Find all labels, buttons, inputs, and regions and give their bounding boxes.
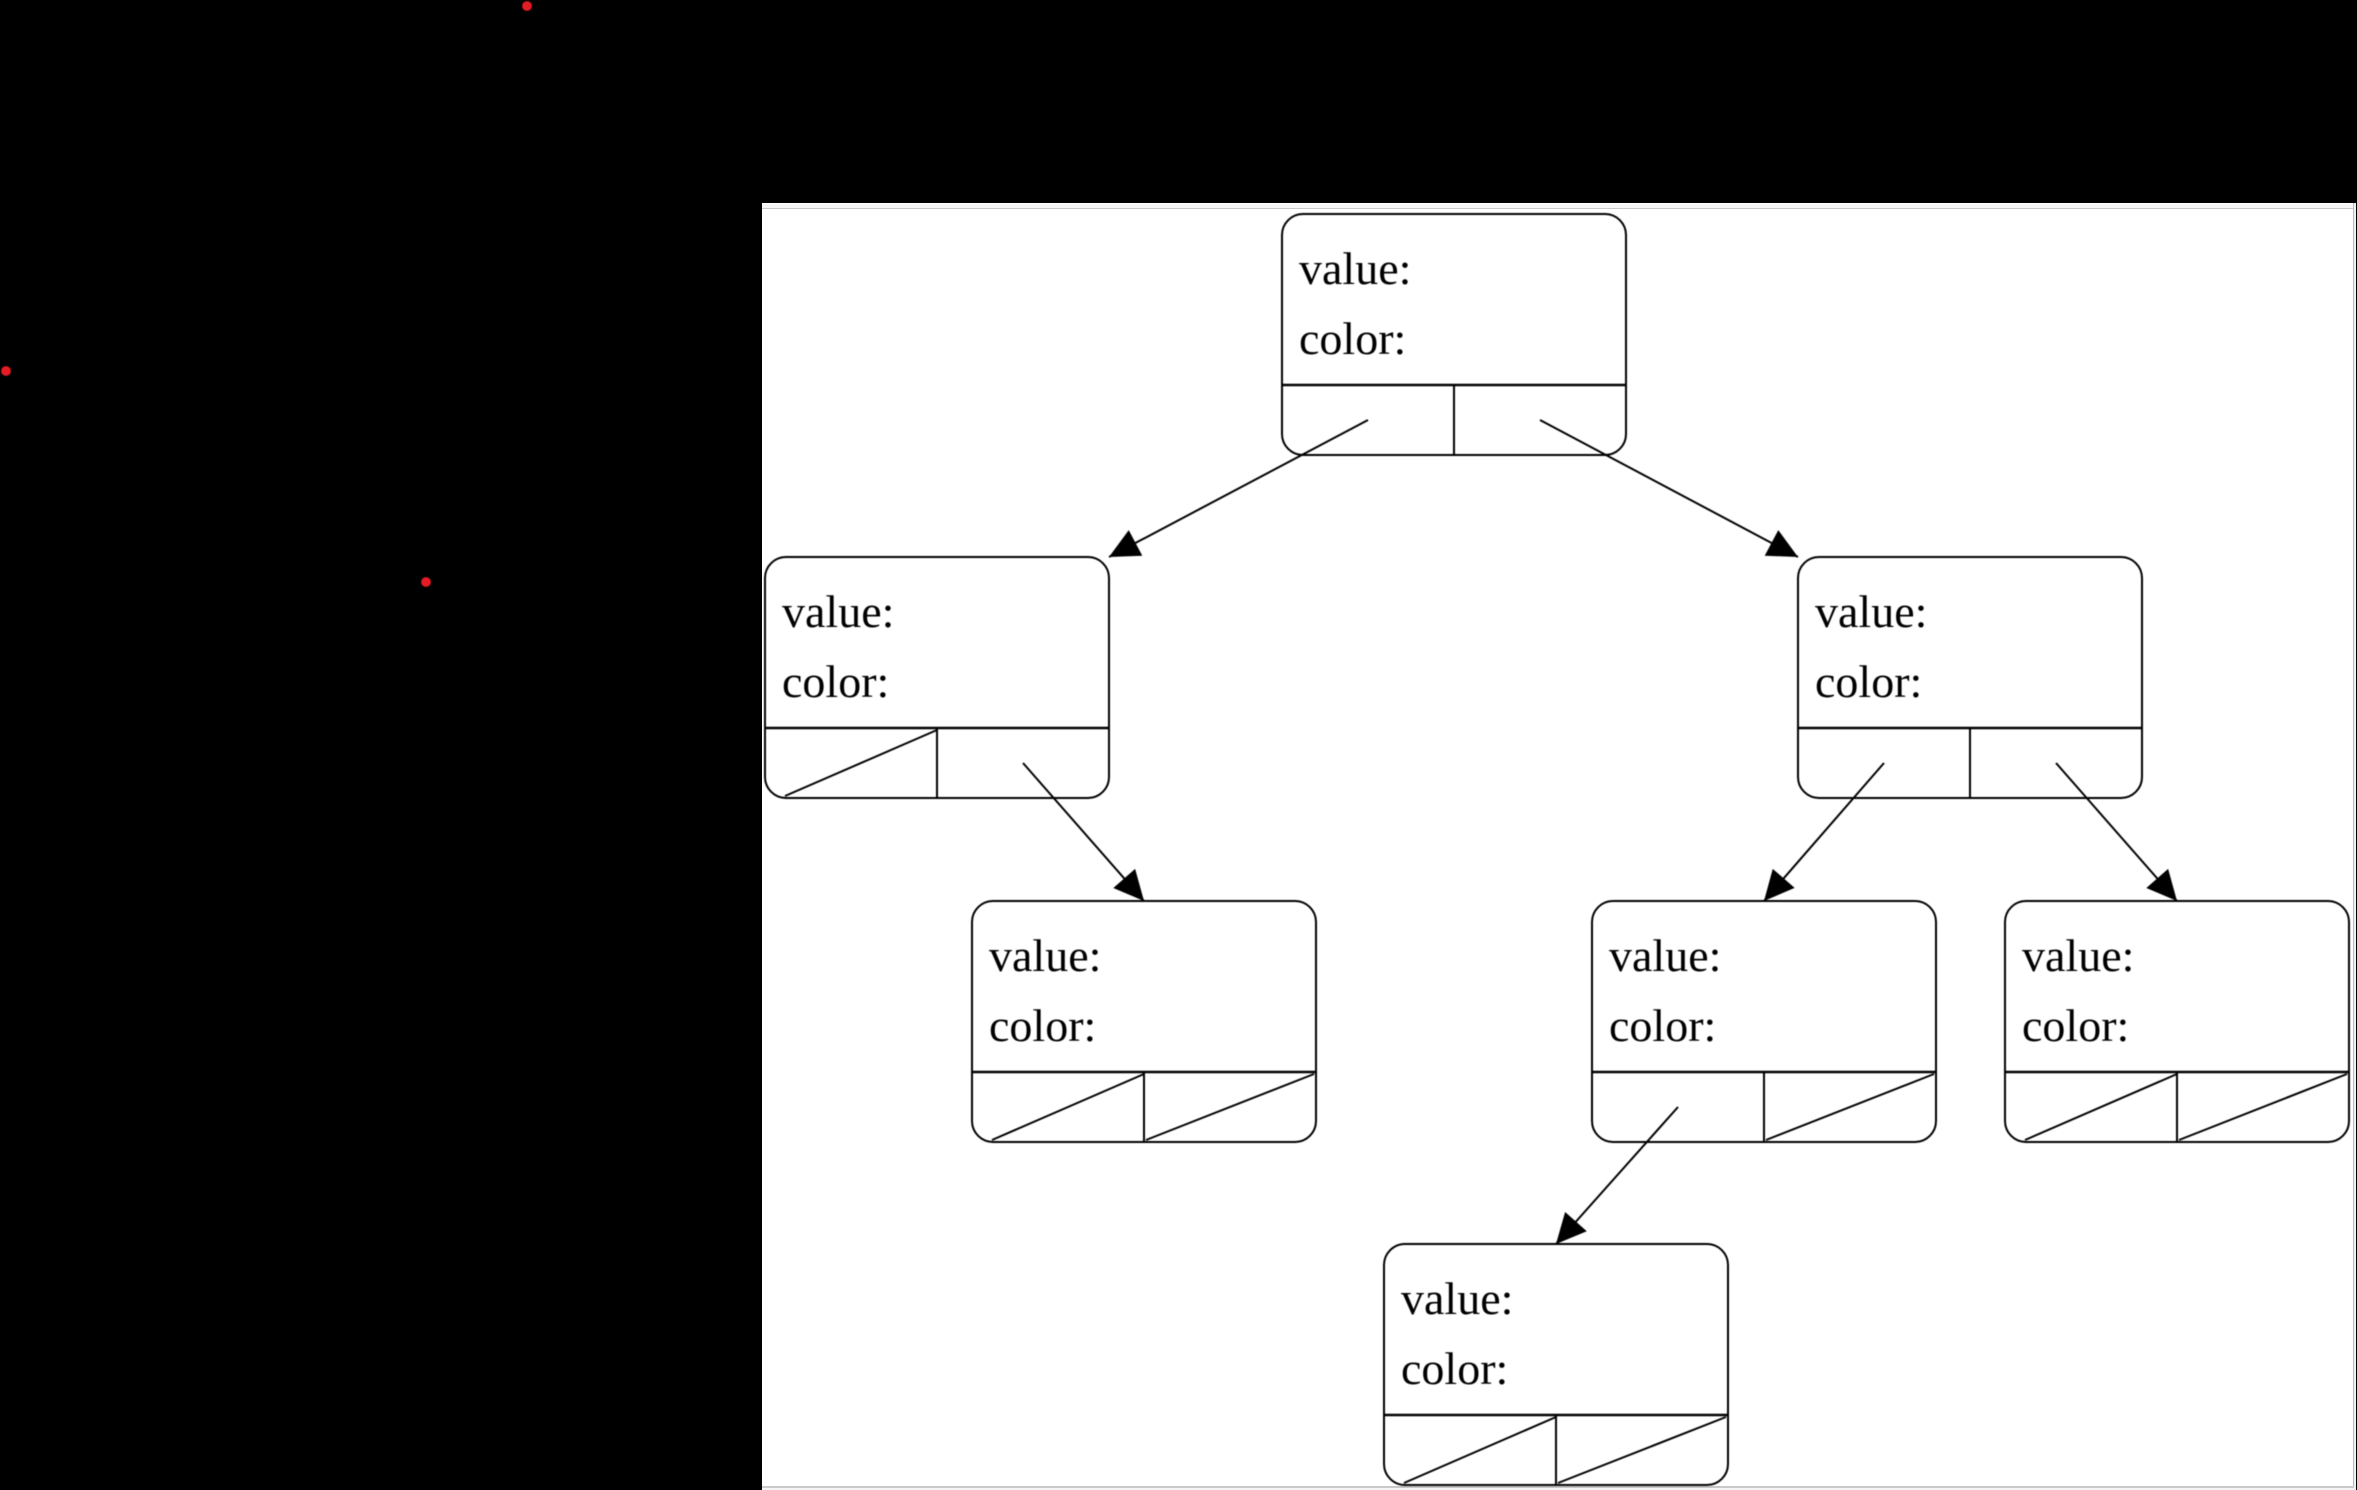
svg-text:value:: value: [782, 586, 894, 637]
svg-text:color:: color: [989, 1000, 1096, 1051]
svg-text:color:: color: [1299, 313, 1406, 364]
svg-text:value:: value: [1299, 243, 1411, 294]
svg-text:value:: value: [1401, 1273, 1513, 1324]
svg-text:value:: value: [2022, 930, 2134, 981]
svg-text:color:: color: [1609, 1000, 1716, 1051]
svg-text:color:: color: [782, 656, 889, 707]
svg-text:value:: value: [1609, 930, 1721, 981]
svg-text:value:: value: [989, 930, 1101, 981]
svg-text:color:: color: [1815, 656, 1922, 707]
svg-text:color:: color: [2022, 1000, 2129, 1051]
svg-text:value:: value: [1815, 586, 1927, 637]
svg-text:color:: color: [1401, 1343, 1508, 1394]
